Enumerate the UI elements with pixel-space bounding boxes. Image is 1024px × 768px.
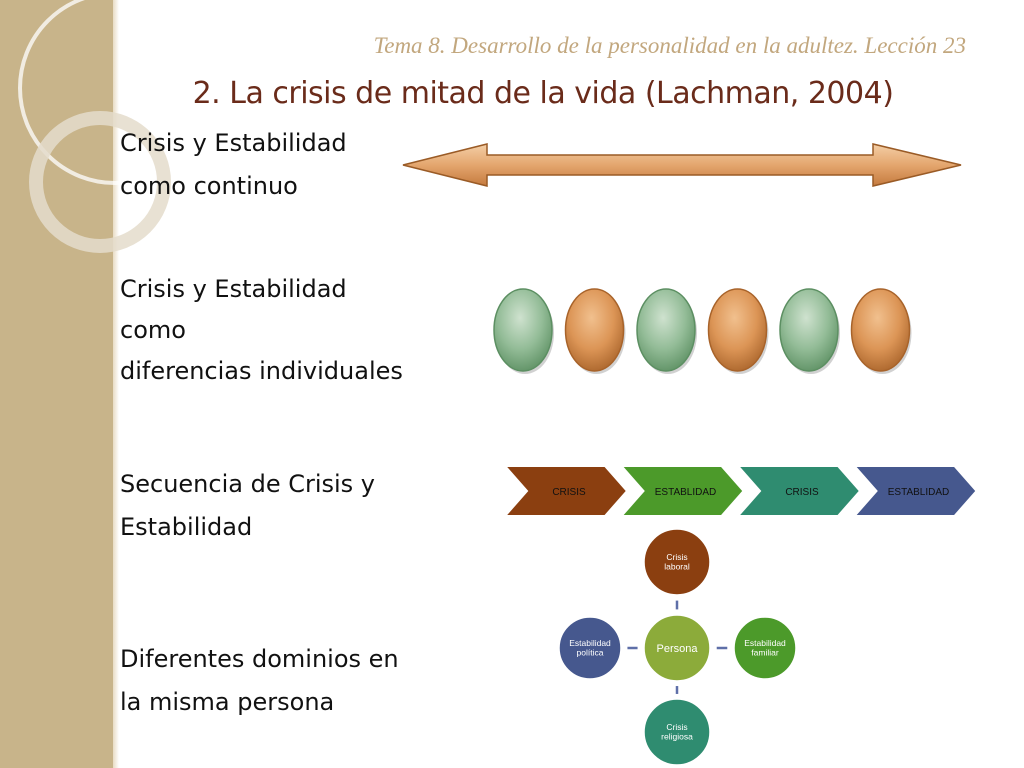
decor-ring-large [18, 0, 212, 185]
sequence-chevrons: CRISIS ESTABLIDAD CRISIS ESTABLIDAD [505, 466, 978, 517]
oval-estabilidad [779, 288, 839, 372]
continuum-arrow-svg [402, 143, 962, 187]
chevron-2 [735, 466, 862, 517]
row-label-secuencia: Secuencia de Crisis y Estabilidad [120, 470, 376, 541]
node-persona-label: Persona [657, 643, 699, 655]
row-label-diferencias: Crisis y Estabilidad como diferencias in… [120, 275, 403, 385]
node-right [733, 616, 797, 680]
oval-crisis [850, 288, 911, 372]
decorative-rings [18, 0, 212, 253]
page-title: 2. La crisis de mitad de la vida (Lachma… [192, 76, 894, 111]
node-persona [643, 614, 711, 682]
row-label-dominios: Diferentes dominios en la misma persona [120, 645, 399, 716]
chevron-label-3: ESTABLIDAD [888, 487, 950, 498]
chevron-label-1: ESTABLIDAD [655, 487, 717, 498]
node-bottom [643, 698, 711, 766]
oval-estabilidad [636, 288, 696, 372]
row-label-continuo: Crisis y Estabilidad como continuo [120, 129, 347, 200]
chevron-label-2: CRISIS [785, 487, 819, 498]
double-arrow [402, 143, 962, 187]
oval-crisis [564, 288, 625, 372]
oval-crisis [707, 288, 768, 372]
node-left [558, 616, 622, 680]
chevron-1 [619, 466, 745, 517]
header-subtitle: Tema 8. Desarrollo de la personalidad en… [373, 33, 966, 58]
chevron-0 [505, 466, 629, 517]
chevron-label-0: CRISIS [552, 487, 586, 498]
oval-estabilidad [493, 288, 553, 372]
node-top [643, 528, 711, 596]
sidebar-edge [113, 0, 119, 768]
ovals-row [493, 288, 912, 374]
decor-ring-small [29, 111, 171, 253]
chevron-3 [852, 466, 978, 517]
